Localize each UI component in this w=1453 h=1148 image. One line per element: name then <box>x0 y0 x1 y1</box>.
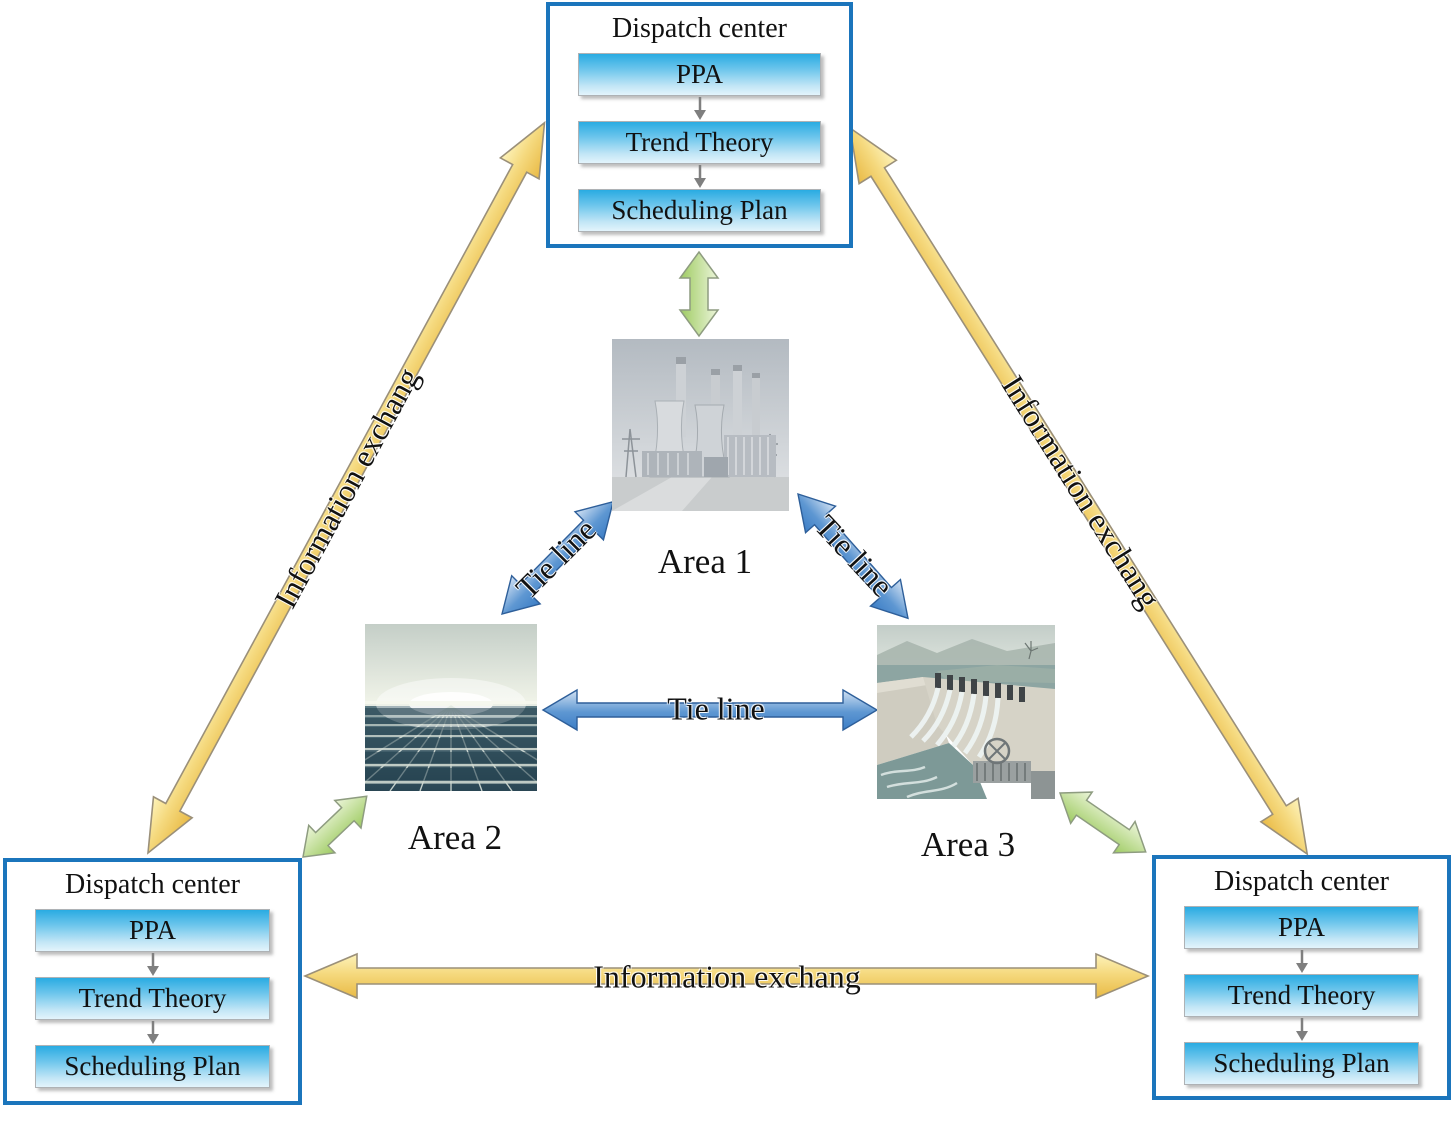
area3-label: Area 3 <box>920 825 1016 864</box>
step-scheduling-plan: Scheduling Plan <box>578 189 821 232</box>
step-ppa: PPA <box>1183 906 1420 949</box>
dispatch-area-arrow-right <box>1049 777 1156 867</box>
dispatch-area-arrow-left <box>290 783 380 871</box>
area2-label: Area 2 <box>407 818 503 857</box>
down-arrow-icon <box>693 97 706 120</box>
step-trend-theory: Trend Theory <box>1183 974 1420 1017</box>
down-arrow-icon <box>1295 1018 1308 1041</box>
dispatch-center-bottom-left: Dispatch center PPA Trend Theory Schedul… <box>3 858 302 1105</box>
info-exchange-arrow-bottom <box>305 954 1148 998</box>
down-arrow-icon <box>1295 950 1308 973</box>
dispatch-center-bottom-right: Dispatch center PPA Trend Theory Schedul… <box>1152 855 1451 1100</box>
step-ppa: PPA <box>34 909 271 952</box>
info-exchange-arrow-right <box>831 116 1325 865</box>
dispatch-center-title: Dispatch center <box>1214 866 1389 897</box>
tie-line-label-bottom: Tie line <box>667 690 765 727</box>
step-ppa: PPA <box>578 53 821 96</box>
dispatch-area-arrow-top <box>680 252 718 336</box>
info-exchange-arrow-left <box>129 112 564 863</box>
area3-hydro-dam-photo <box>877 625 1055 799</box>
area2-solar-farm-photo <box>365 624 537 791</box>
dispatch-center-title: Dispatch center <box>612 13 787 44</box>
step-trend-theory: Trend Theory <box>34 977 271 1020</box>
step-trend-theory: Trend Theory <box>578 121 821 164</box>
down-arrow-icon <box>146 953 159 976</box>
down-arrow-icon <box>146 1021 159 1044</box>
down-arrow-icon <box>693 165 706 188</box>
dispatch-center-title: Dispatch center <box>65 869 240 900</box>
step-scheduling-plan: Scheduling Plan <box>34 1045 271 1088</box>
area1-label: Area 1 <box>657 542 753 581</box>
info-exchange-label-bottom: Information exchang <box>593 958 861 995</box>
tie-line-arrow-right <box>783 481 923 632</box>
dispatch-center-top: Dispatch center PPA Trend Theory Schedul… <box>546 2 853 248</box>
area1-thermal-power-plant-photo <box>612 339 789 511</box>
step-scheduling-plan: Scheduling Plan <box>1183 1042 1420 1085</box>
